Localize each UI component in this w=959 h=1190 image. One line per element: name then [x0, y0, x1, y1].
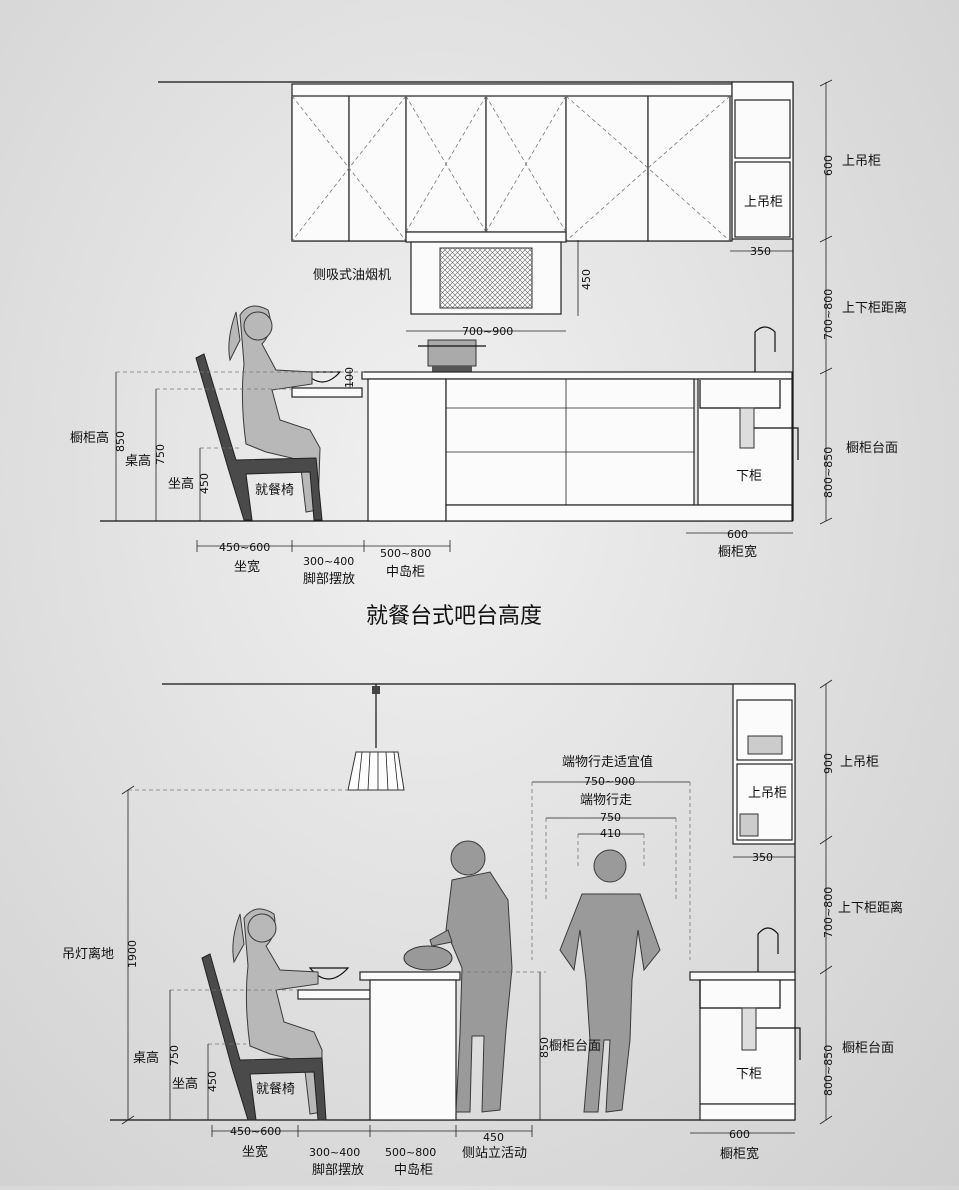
walking-dimensions: 端物行走适宜值 750~900 端物行走 750 410	[531, 754, 691, 960]
seat-width-label: 坐宽	[234, 559, 260, 575]
pendant-lamp	[128, 684, 405, 791]
dining-chair	[195, 353, 323, 521]
walk-ideal-label: 端物行走适宜值	[562, 754, 653, 770]
side-label: 侧站立活动	[462, 1146, 527, 1161]
seat-width-value-bottom: 450~600	[230, 1125, 281, 1138]
island-counter-bottom	[297, 967, 461, 1121]
diagram-title: 就餐台式吧台高度	[366, 604, 542, 629]
island-value-bottom: 500~800	[385, 1146, 436, 1159]
upper-cab-label-bottom: 上吊柜	[840, 755, 879, 770]
cabinet-width-value-bottom: 600	[729, 1128, 750, 1141]
right-dimensions-bottom: 900 700~800 800~850 上吊柜 上下柜距离 橱柜台面 350 6…	[690, 679, 903, 1162]
seat-height-value-bottom: 450	[206, 1071, 219, 1092]
island-counter: 下柜	[291, 326, 799, 522]
counter-mid-value: 850	[538, 1037, 551, 1058]
bottom-horizontal-dimensions: 450~600 坐宽 300~400 脚部摆放 500~800 中岛柜 450 …	[211, 1125, 533, 1178]
top-diagram: 上吊柜 侧吸式油烟机 下柜	[70, 79, 907, 629]
upper-cab-inner-label-bottom: 上吊柜	[748, 786, 787, 801]
upper-cab-height-bottom: 900	[822, 753, 835, 774]
gap-value: 700~800	[822, 289, 835, 340]
foot-value: 300~400	[303, 555, 354, 568]
hood-label: 侧吸式油烟机	[313, 268, 391, 283]
man-cooking-figure	[403, 840, 513, 1113]
right-dimensions: 600 700~800 800~850 上吊柜 上下柜距离 橱柜台面 350 4…	[343, 79, 907, 560]
upper-cab-depth-bottom: 350	[752, 851, 773, 864]
walk-label: 端物行走	[580, 793, 632, 808]
walk-value: 750	[600, 811, 621, 824]
lamp-label: 吊灯离地	[62, 946, 114, 962]
seat-height-value: 450	[198, 473, 211, 494]
foot-value-bottom: 300~400	[309, 1146, 360, 1159]
pot	[418, 339, 486, 372]
bowl-gap: 100	[343, 367, 356, 388]
table-height-label-bottom: 桌高	[133, 1050, 159, 1066]
lower-cab-label-bottom: 下柜	[736, 1067, 762, 1082]
upper-cab-depth: 350	[750, 245, 771, 258]
upper-cab-height: 600	[822, 155, 835, 176]
gap-label: 上下柜距离	[842, 300, 907, 316]
dining-chair-bottom	[201, 953, 327, 1121]
cabinet-width-label-bottom: 橱柜宽	[720, 1146, 759, 1162]
upper-cab-inner-label: 上吊柜	[744, 195, 783, 210]
lower-cab-label: 下柜	[736, 469, 762, 484]
left-dimensions-bottom: 750 桌高 450 坐高	[133, 989, 298, 1120]
chair-label-bottom: 就餐椅	[256, 1081, 295, 1097]
gap-value-bottom: 700~800	[822, 887, 835, 938]
foot-label: 脚部摆放	[303, 571, 355, 587]
island-label: 中岛柜	[386, 564, 425, 580]
body-value: 410	[600, 827, 621, 840]
island-value: 500~800	[380, 547, 431, 560]
table-height-label: 桌高	[125, 453, 151, 469]
upper-side-cabinet: 上吊柜	[731, 81, 794, 240]
lamp-value: 1900	[126, 940, 139, 968]
table-height-value: 750	[154, 444, 167, 465]
counter-value: 800~850	[822, 447, 835, 498]
counter-label-bottom: 橱柜台面	[842, 1041, 894, 1056]
seat-width-value: 450~600	[219, 541, 270, 554]
cabinet-width-label: 橱柜宽	[718, 544, 757, 560]
hood-height: 450	[580, 269, 593, 290]
cabinet-width-value: 600	[727, 528, 748, 541]
table-height-value-bottom: 750	[168, 1045, 181, 1066]
foot-label-bottom: 脚部摆放	[312, 1162, 364, 1178]
left-dimensions: 850 橱柜高 750 桌高 450 坐高 450~600 坐宽 300~400…	[70, 371, 451, 587]
seat-height-label: 坐高	[168, 476, 194, 492]
man-standing-figure	[559, 849, 661, 1113]
seat-height-label-bottom: 坐高	[172, 1076, 198, 1092]
left-height-value: 850	[114, 431, 127, 452]
side-value: 450	[483, 1131, 504, 1144]
bottom-diagram: 上吊柜 下柜 就餐椅	[62, 679, 903, 1178]
counter-mid-label: 橱柜台面	[549, 1039, 601, 1054]
counter-label: 橱柜台面	[846, 441, 898, 456]
island-label-bottom: 中岛柜	[394, 1162, 433, 1178]
girl-seated-figure-bottom	[232, 908, 323, 1115]
seat-width-label-bottom: 坐宽	[242, 1144, 268, 1160]
left-height-label: 橱柜高	[70, 430, 109, 446]
counter-value-bottom: 800~850	[822, 1045, 835, 1096]
counter-mid-dimension: 850 橱柜台面	[460, 971, 601, 1120]
upper-cab-label: 上吊柜	[842, 154, 881, 169]
chair-label: 就餐椅	[255, 482, 294, 498]
upper-cabinet-row	[291, 83, 733, 242]
gap-label-bottom: 上下柜距离	[838, 900, 903, 916]
lower-cabinet-right: 下柜	[689, 927, 801, 1121]
range-hood: 侧吸式油烟机	[313, 231, 567, 315]
walk-ideal-value: 750~900	[584, 775, 635, 788]
upper-side-cabinet-bottom: 上吊柜	[732, 683, 796, 845]
hood-width: 700~900	[462, 325, 513, 338]
lamp-height-dimension: 1900 吊灯离地	[62, 785, 139, 1125]
